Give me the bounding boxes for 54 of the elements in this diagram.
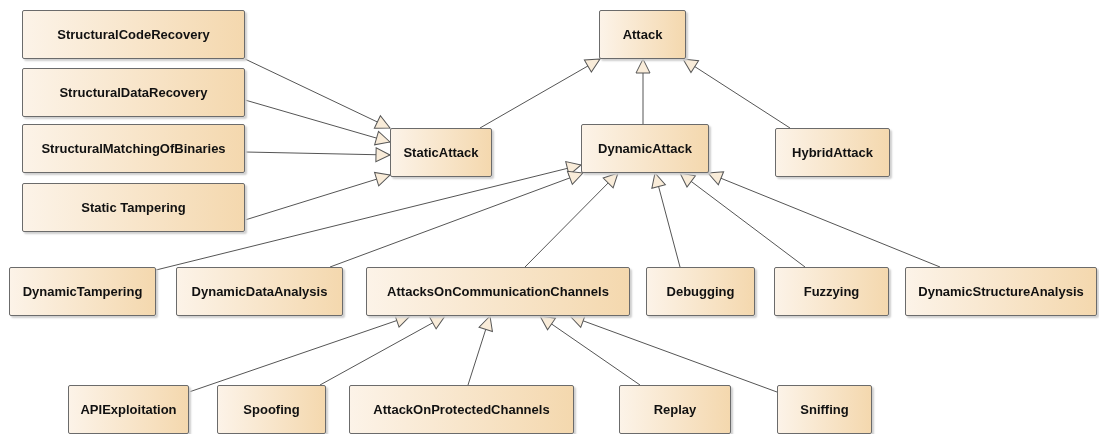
class-name: StructuralCodeRecovery <box>57 27 210 42</box>
generalization-arrow <box>524 172 619 268</box>
class-name: HybridAttack <box>792 145 873 160</box>
class-name: Attack <box>622 27 663 42</box>
class-box <box>775 128 890 177</box>
class-box <box>390 128 492 177</box>
class-box <box>777 385 872 434</box>
generalization-arrow <box>539 315 641 386</box>
generalization-arrow <box>635 58 651 125</box>
class-name: Static Tampering <box>81 200 186 215</box>
class-box <box>646 267 755 316</box>
class-box <box>366 267 630 316</box>
generalization-arrow <box>244 58 391 129</box>
class-name: Replay <box>653 402 697 417</box>
generalization-arrow <box>244 99 391 146</box>
class-name: DynamicTampering <box>22 284 143 299</box>
generalization-arrow <box>244 147 391 163</box>
class-name: Sniffing <box>800 402 849 417</box>
class-box <box>68 385 189 434</box>
class-name: DynamicDataAnalysis <box>191 284 328 299</box>
class-box <box>599 10 686 59</box>
class-box <box>22 68 245 117</box>
generalization-arrow <box>651 172 681 268</box>
class-box <box>905 267 1097 316</box>
generalization-arrow <box>467 315 493 386</box>
class-box <box>619 385 731 434</box>
class-name: Debugging <box>666 284 735 299</box>
generalization-arrow <box>679 172 806 268</box>
class-box <box>9 267 156 316</box>
class-box <box>581 124 709 173</box>
class-box <box>217 385 326 434</box>
class-name: DynamicStructureAnalysis <box>918 284 1084 299</box>
generalization-arrow <box>319 315 446 386</box>
class-box <box>349 385 574 434</box>
class-name: APIExploitation <box>80 402 177 417</box>
class-box <box>176 267 343 316</box>
generalization-arrow <box>682 58 791 129</box>
class-box <box>774 267 889 316</box>
generalization-arrow <box>244 171 391 221</box>
generalization-arrow <box>479 58 601 129</box>
class-name: Fuzzying <box>803 284 860 299</box>
class-box <box>22 10 245 59</box>
generalization-arrow <box>707 171 941 268</box>
class-name: AttacksOnCommunicationChannels <box>387 284 609 299</box>
class-name: StructuralDataRecovery <box>59 85 208 100</box>
class-name: StaticAttack <box>403 145 479 160</box>
class-name: StructuralMatchingOfBinaries <box>41 141 226 156</box>
class-name: Spoofing <box>243 402 300 417</box>
class-name: DynamicAttack <box>598 141 692 156</box>
generalization-arrow <box>329 170 584 268</box>
class-box <box>22 183 245 232</box>
class-box <box>22 124 245 173</box>
class-name: AttackOnProtectedChannels <box>373 402 550 417</box>
generalization-arrow <box>155 161 582 271</box>
